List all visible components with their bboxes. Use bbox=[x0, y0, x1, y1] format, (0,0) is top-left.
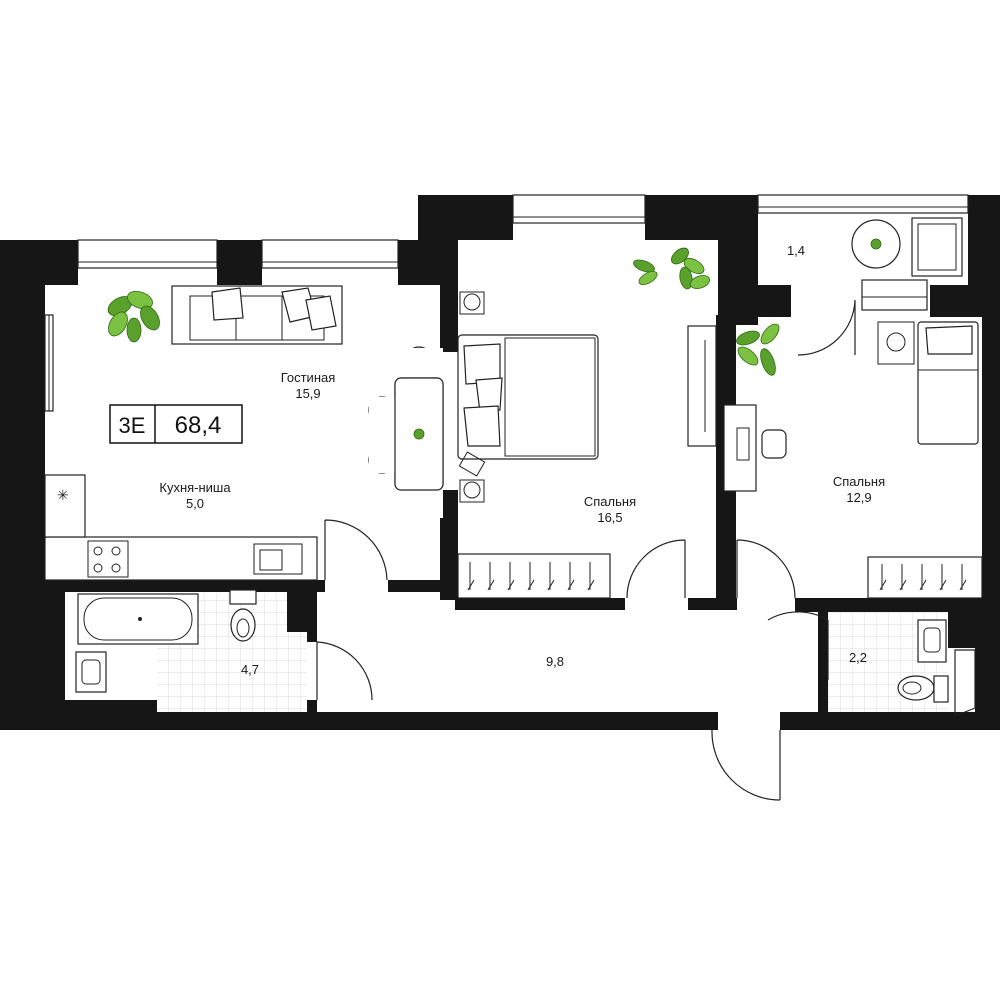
balcony-area: 1,4 bbox=[787, 243, 805, 258]
dining-table bbox=[368, 346, 444, 518]
svg-text:✳: ✳ bbox=[57, 489, 69, 504]
balcony-furniture bbox=[851, 217, 963, 277]
tv-cabinet bbox=[687, 325, 717, 447]
kitchen: ✳ bbox=[44, 474, 318, 581]
sink-bathroom bbox=[75, 651, 107, 693]
bedroom-2-area: 12,9 bbox=[846, 490, 871, 505]
hall-area: 9,8 bbox=[546, 654, 564, 669]
bathroom-area: 4,7 bbox=[241, 662, 259, 677]
sofa bbox=[171, 285, 343, 345]
bed-double bbox=[457, 291, 599, 503]
windows bbox=[44, 194, 969, 412]
plant-bedroom-2 bbox=[736, 323, 780, 376]
bedroom-1-area: 16,5 bbox=[597, 510, 622, 525]
desk bbox=[723, 404, 787, 492]
room-labels: Гостиная 15,9 Кухня-ниша 5,0 Спальня 16,… bbox=[159, 243, 885, 677]
wardrobe-1 bbox=[457, 553, 611, 599]
bedroom-1-name: Спальня bbox=[584, 494, 636, 509]
total-area: 68,4 bbox=[175, 412, 222, 439]
wc-fixtures bbox=[897, 619, 949, 703]
plant-bedroom-1 bbox=[633, 247, 711, 290]
apartment-badge: 3Е 68,4 bbox=[109, 404, 243, 444]
living-room-name: Гостиная bbox=[281, 370, 336, 385]
walls bbox=[0, 195, 1000, 730]
apartment-type: 3Е bbox=[119, 413, 146, 438]
bathtub bbox=[77, 593, 199, 645]
kitchen-area: 5,0 bbox=[186, 496, 204, 511]
bed-single bbox=[877, 321, 979, 445]
wc-area: 2,2 bbox=[849, 650, 867, 665]
toilet-bathroom bbox=[229, 589, 257, 642]
kitchen-name: Кухня-ниша bbox=[159, 480, 231, 495]
wardrobe-2 bbox=[867, 556, 983, 599]
plant-living bbox=[107, 290, 160, 343]
doors bbox=[316, 299, 976, 801]
living-room-area: 15,9 bbox=[295, 386, 320, 401]
bedroom-2-name: Спальня bbox=[833, 474, 885, 489]
